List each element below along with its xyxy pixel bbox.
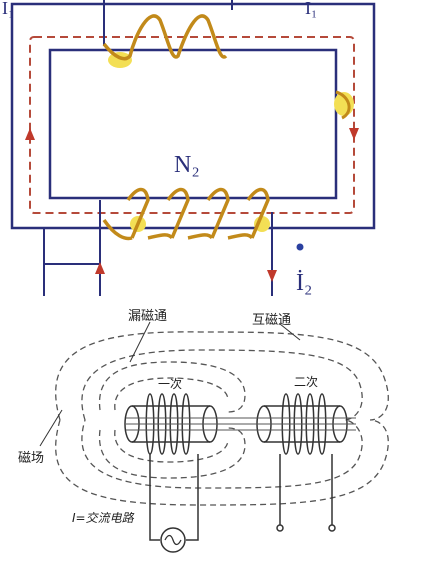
core-window	[48, 48, 338, 200]
core-outer	[10, 2, 376, 230]
primary-winding-4	[181, 393, 191, 455]
leakage-bottom-outer	[98, 427, 246, 479]
leakage-top-inner	[114, 377, 229, 411]
secondary-coil-winding	[126, 187, 270, 239]
primary-winding-2	[157, 393, 167, 455]
pointer-mutual	[279, 323, 301, 341]
label-mutual-flux: 互磁通	[252, 313, 291, 328]
mutual-flux-inner	[81, 349, 363, 489]
label-i1-left: I₁	[2, 0, 14, 18]
label-magnetic-field: 磁场	[18, 451, 44, 466]
ac-source-sine	[164, 534, 182, 546]
label-n2: N₂	[174, 152, 200, 178]
flux-path	[29, 36, 355, 214]
mutual-flux-outer	[55, 331, 389, 506]
secondary-coil	[102, 187, 270, 241]
primary-winding-3	[169, 393, 179, 455]
bottom-diagram: 漏磁通 互磁通 一次 二次 磁场 I=交流电路	[18, 308, 389, 553]
leakage-top-outer	[98, 361, 246, 413]
secondary-winding-3	[305, 393, 315, 455]
pointer-leakage	[129, 321, 151, 363]
side-coil	[334, 90, 354, 120]
label-i2: İ₂	[296, 270, 312, 296]
primary-coil	[102, 14, 228, 68]
secondary-winding-2	[293, 393, 303, 455]
secondary-terminal-right	[328, 524, 336, 532]
secondary-terminal-left	[276, 524, 284, 532]
secondary-coil-front	[102, 218, 254, 241]
core-field-lines	[126, 417, 356, 431]
current-arrow-right	[267, 270, 277, 282]
field-lines	[55, 331, 389, 506]
label-secondary: 二次	[294, 375, 318, 389]
leakage-bottom-inner	[114, 429, 229, 463]
label-primary: 一次	[158, 377, 182, 391]
secondary-circuit	[279, 454, 333, 526]
secondary-winding-1	[281, 393, 291, 455]
label-leakage-flux: 漏磁通	[128, 308, 167, 324]
label-ac-circuit: I=交流电路	[72, 511, 135, 525]
flux-arrow-left	[25, 128, 35, 140]
label-i1-right: I₁	[305, 0, 317, 18]
current-arrow-left	[95, 262, 105, 274]
top-diagram: I₁ I₁ N₂ İ₂	[2, 0, 376, 296]
secondary-windings	[281, 393, 327, 455]
primary-coil-winding	[102, 14, 228, 61]
side-coil-winding	[335, 90, 351, 120]
i2-dot	[296, 243, 304, 251]
pointer-field	[39, 409, 63, 447]
secondary-winding-4	[317, 393, 327, 455]
primary-circuit	[149, 454, 199, 541]
flux-arrow-right	[349, 128, 359, 140]
load-circuit	[43, 227, 100, 296]
